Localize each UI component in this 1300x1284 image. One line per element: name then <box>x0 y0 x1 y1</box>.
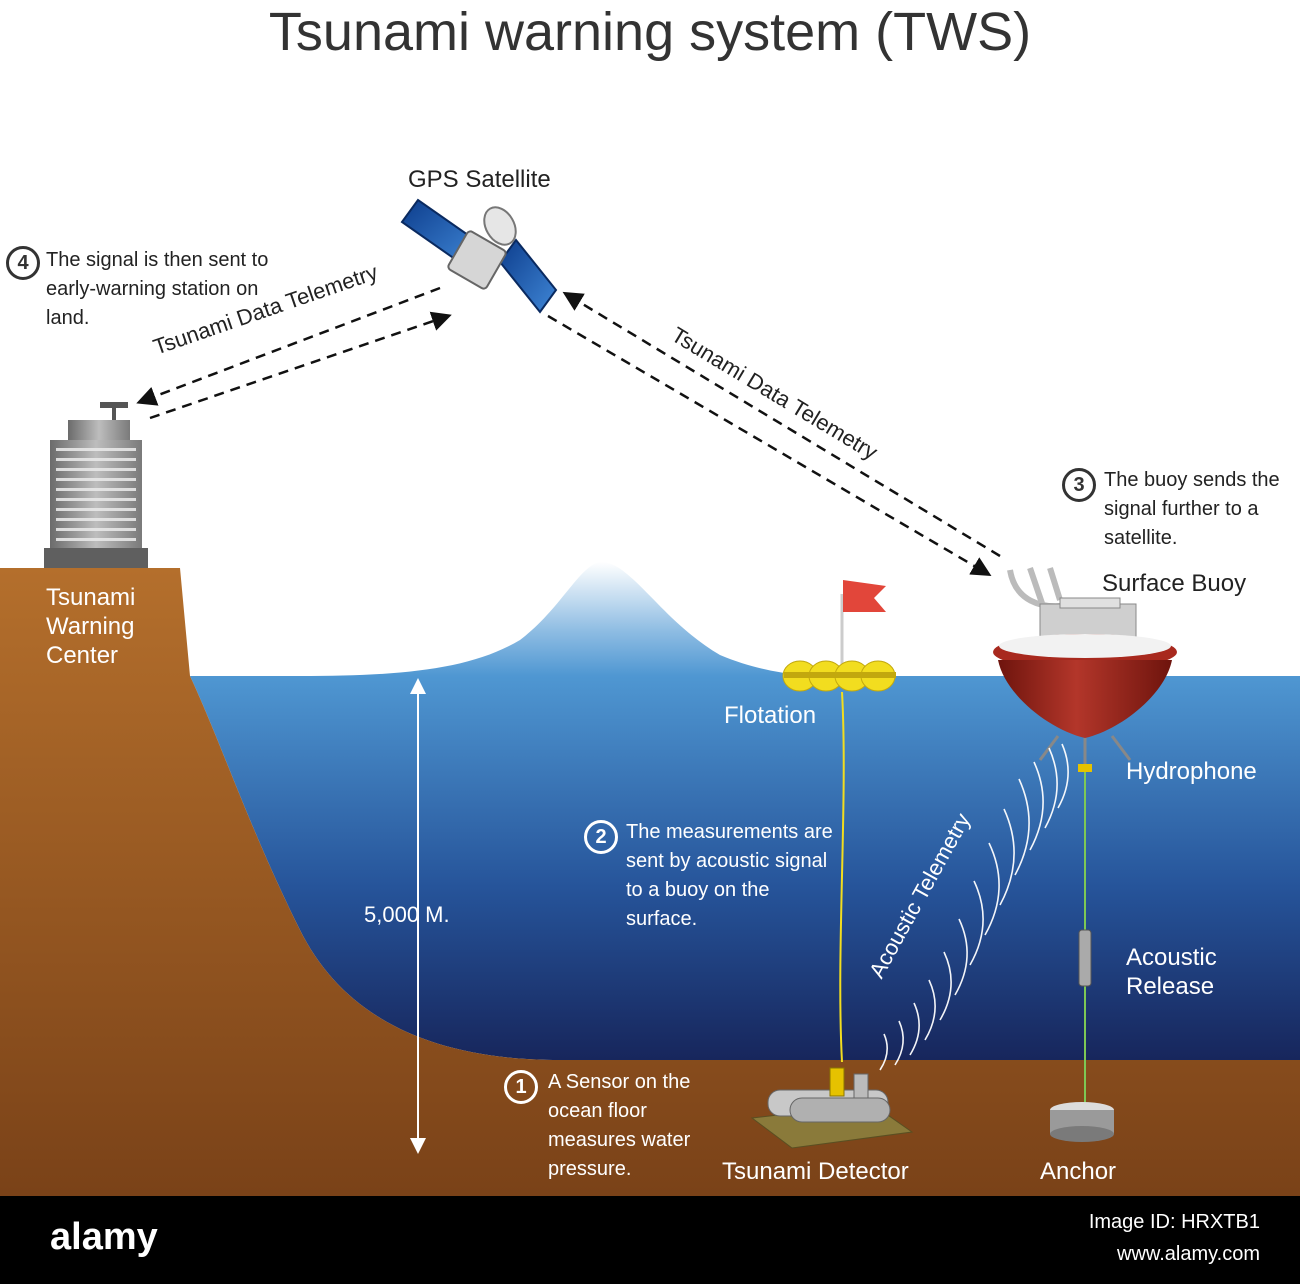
ocean <box>190 676 1300 1060</box>
step-3-text: The buoy sends the signal further to a s… <box>1104 469 1280 549</box>
surface-buoy <box>993 567 1177 772</box>
detector-mooring-line <box>839 691 845 1063</box>
anchor-weight <box>1050 1102 1114 1142</box>
gps-satellite <box>400 198 558 314</box>
step-1-text: A Sensor on the ocean floor measures wat… <box>548 1071 691 1180</box>
surface-buoy-label: Surface Buoy <box>1102 570 1247 597</box>
flotation-label: Flotation <box>724 702 817 729</box>
warning-center-building <box>44 402 148 568</box>
step-2-badge: 2 <box>584 820 618 854</box>
tsunami-detector-device <box>750 1067 914 1149</box>
image-id: Image ID: HRXTB1 <box>1088 1211 1260 1233</box>
depth-label: 5,000 M. <box>364 902 450 927</box>
flotation-buoy <box>782 580 896 692</box>
tsunami-detector-label: Tsunami Detector <box>722 1158 909 1185</box>
brand-logo: alamy <box>50 1216 158 1258</box>
telemetry-arrow-to-center <box>136 286 441 406</box>
site-url: www.alamy.com <box>1117 1243 1260 1265</box>
step-2-text: The measurements are sent by acoustic si… <box>626 821 833 930</box>
image-id-info: Image ID: HRXTB1 www.alamy.com <box>1089 1206 1260 1270</box>
step-1-badge: 1 <box>504 1070 538 1104</box>
land-seafloor <box>0 568 1300 1196</box>
acoustic-release-label: Acoustic Release <box>1126 944 1217 1000</box>
anchor-label: Anchor <box>1040 1158 1117 1185</box>
hydrophone-label: Hydrophone <box>1126 758 1257 785</box>
acoustic-signal-waves <box>879 743 1069 1071</box>
warning-center-label: Tsunami Warning Center <box>46 584 136 669</box>
page-title: Tsunami warning system (TWS) <box>268 2 1032 62</box>
footer-bar: alamy Image ID: HRXTB1 www.alamy.com <box>0 1196 1300 1284</box>
step-4-text: The signal is then sent to early-warning… <box>46 249 269 329</box>
telemetry-arrow-to-satellite-left <box>149 311 452 420</box>
step-3-badge: 3 <box>1062 468 1096 502</box>
step-4-badge: 4 <box>6 246 40 280</box>
telemetry-arrow-to-satellite-right <box>562 291 1001 558</box>
tws-diagram <box>0 198 1300 1196</box>
telemetry-arrow-to-buoy <box>547 314 992 577</box>
gps-satellite-label: GPS Satellite <box>408 166 551 193</box>
tsunami-wave <box>300 561 820 676</box>
acoustic-release-device <box>1078 929 1092 987</box>
